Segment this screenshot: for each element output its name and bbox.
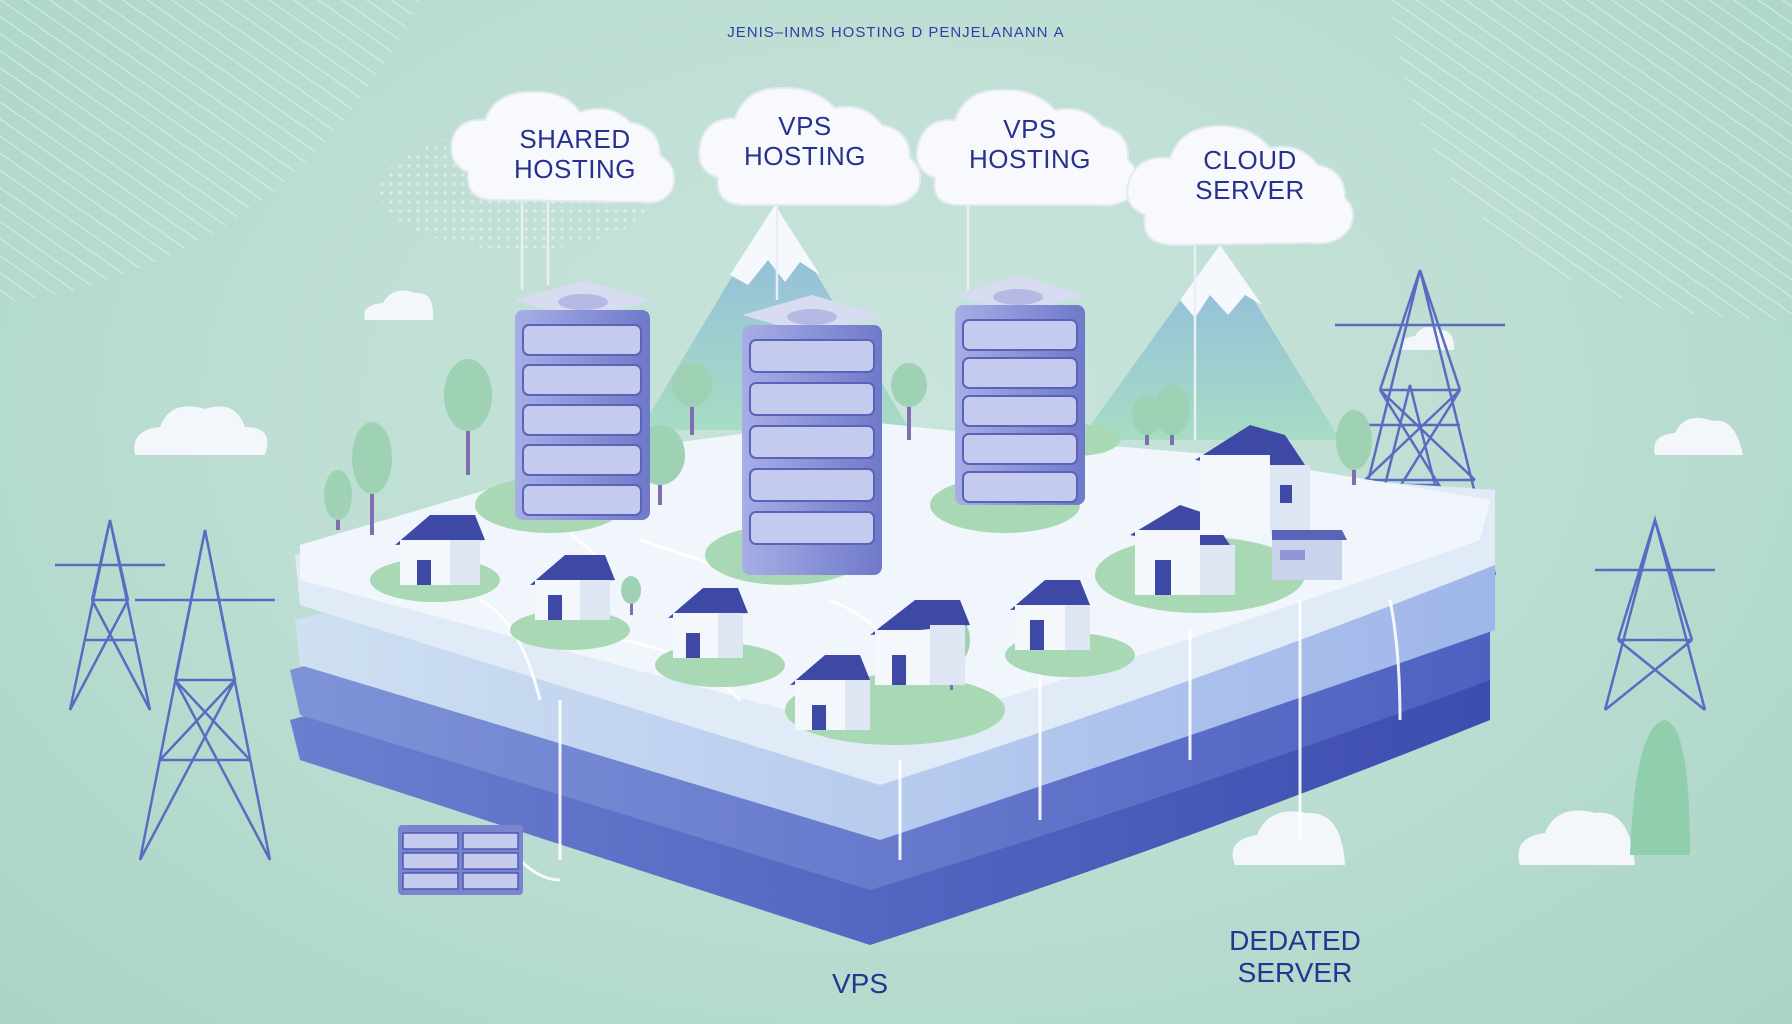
dedicated-server-label: DEDATED SERVER: [1190, 925, 1400, 989]
vps-label: VPS: [800, 968, 920, 1000]
cloud-label-line1: CLOUD: [1175, 146, 1325, 176]
dedicated-label-line1: DEDATED: [1190, 925, 1400, 957]
cloud-label-vps-hosting-2: VPS HOSTING: [955, 115, 1105, 175]
cloud-label-line2: HOSTING: [730, 142, 880, 172]
hill-right: [1630, 720, 1690, 855]
cloud-label-shared-hosting: SHARED HOSTING: [500, 125, 650, 185]
mountain-right: [1080, 245, 1340, 440]
cloud-label-line2: HOSTING: [955, 145, 1105, 175]
cloud-label-vps-hosting-1: VPS HOSTING: [730, 112, 880, 172]
cloud-label-cloud-server: CLOUD SERVER: [1175, 146, 1325, 206]
stripe-texture-right: [1390, 0, 1792, 320]
page-title: JENIS–INMS HOSTING D PENJELANANN A: [596, 24, 1196, 41]
cloud-label-line1: SHARED: [500, 125, 650, 155]
stripe-texture-left: [0, 0, 420, 300]
cloud-label-line1: VPS: [730, 112, 880, 142]
cloud-label-line2: SERVER: [1175, 176, 1325, 206]
cloud-label-line2: HOSTING: [500, 155, 650, 185]
cloud-label-line1: VPS: [955, 115, 1105, 145]
dedicated-label-line2: SERVER: [1190, 957, 1400, 989]
